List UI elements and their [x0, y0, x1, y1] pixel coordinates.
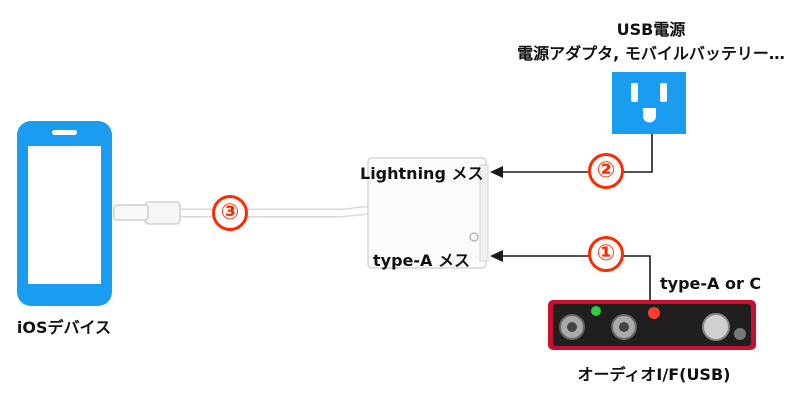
- lightning-port-label: Lightning メス: [360, 164, 484, 183]
- power-title: USB電源: [616, 20, 686, 39]
- device-label: iOSデバイス: [16, 318, 112, 337]
- interface-connection-line: [490, 250, 651, 300]
- adapter-icon: [367, 157, 489, 269]
- marker-2: ②: [588, 153, 624, 189]
- interface-label: オーディオI/F(USB): [577, 365, 731, 384]
- power-outlet-icon: [612, 72, 686, 134]
- power-subtitle: 電源アダプタ, モバイルバッテリー…: [517, 44, 785, 63]
- cable-type-label: type-A or C: [660, 274, 762, 293]
- marker-3: ③: [212, 195, 248, 231]
- power-connection-line: [490, 134, 653, 178]
- typea-port-label: type-A メス: [373, 251, 470, 270]
- marker-1: ①: [588, 236, 624, 272]
- audio-interface-icon: [548, 300, 756, 350]
- ios-device-icon: [17, 121, 112, 306]
